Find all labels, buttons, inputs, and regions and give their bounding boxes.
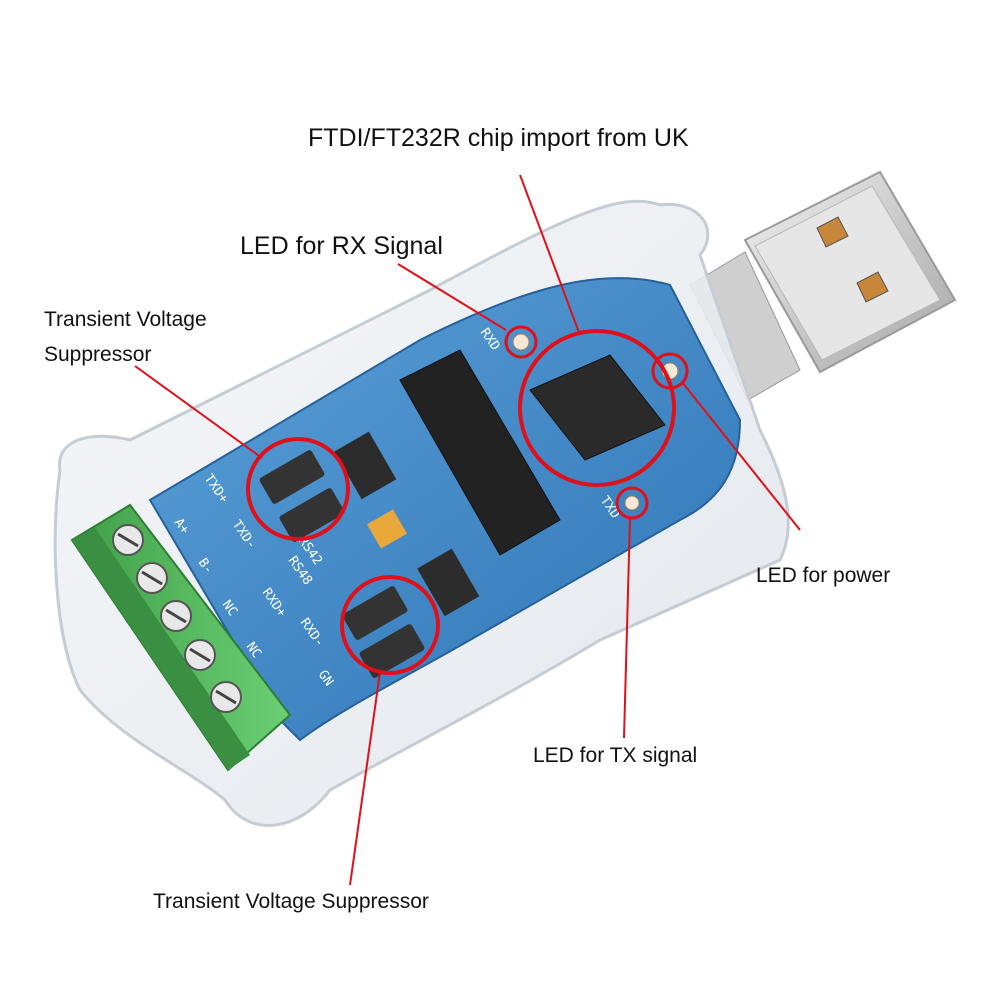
label-a-plus: A+ bbox=[171, 516, 192, 538]
tvs-top-leader-line bbox=[134, 365, 263, 459]
tvs-diode bbox=[279, 488, 345, 542]
tx-led-callout-text: LED for TX signal bbox=[533, 744, 698, 767]
tvs-top-line1: Transient Voltage bbox=[44, 308, 207, 331]
chip-leader-line bbox=[519, 174, 581, 336]
tx-led-leader-line bbox=[623, 517, 631, 739]
power-led-callout-text: LED for power bbox=[756, 564, 891, 587]
rx-led-callout-text: LED for RX Signal bbox=[240, 232, 443, 260]
tx-led bbox=[624, 495, 640, 511]
tvs-top-highlight-circle bbox=[246, 437, 350, 541]
power-led-highlight-circle bbox=[651, 352, 689, 390]
tvs-diode bbox=[259, 450, 325, 504]
ft232r-chip bbox=[529, 354, 666, 461]
rx-led-leader-line bbox=[397, 263, 507, 331]
rx-led bbox=[512, 333, 530, 351]
pcb-components bbox=[259, 333, 679, 678]
callouts bbox=[134, 174, 801, 886]
tvs-bottom-callout-text: Transient Voltage Suppressor bbox=[153, 890, 429, 913]
tvs-diode bbox=[342, 586, 408, 640]
tvs-bottom-highlight-circle bbox=[340, 575, 440, 675]
power-led-leader-line bbox=[681, 381, 801, 531]
label-nc-1: NC bbox=[219, 598, 240, 619]
terminal-block bbox=[70, 503, 292, 772]
tantalum-capacitor bbox=[367, 509, 407, 549]
tvs-top-callout-text: Transient Voltage Suppressor bbox=[44, 302, 284, 372]
tvs-top-line2: Suppressor bbox=[44, 343, 152, 366]
rx-led-highlight-circle bbox=[504, 325, 538, 359]
chip-highlight-circle bbox=[518, 329, 676, 487]
tx-led-highlight-circle bbox=[615, 486, 649, 520]
label-nc-2: NC bbox=[243, 640, 264, 661]
terminal-screws bbox=[112, 524, 242, 713]
label-gnd-1: GN bbox=[315, 668, 336, 689]
tvs-bottom-leader-line bbox=[349, 671, 381, 886]
label-b-minus: B- bbox=[195, 556, 216, 577]
chip-callout-text: FTDI/FT232R chip import from UK bbox=[308, 124, 689, 152]
tvs-diode bbox=[359, 624, 425, 678]
